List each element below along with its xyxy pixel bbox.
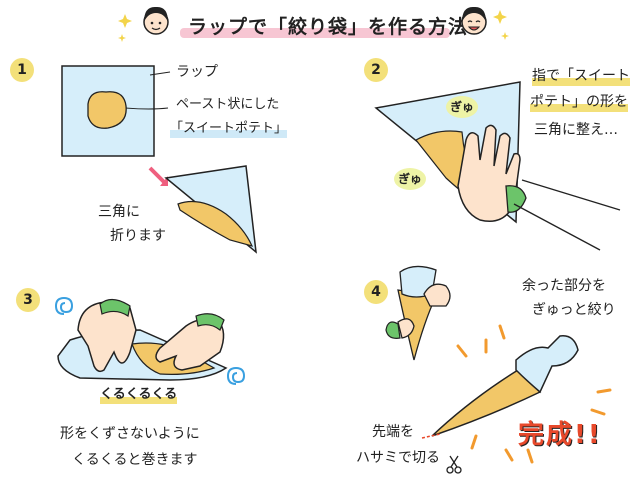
swirl-icon (54, 296, 246, 385)
scissors-icon (446, 455, 462, 474)
step-1-badge: 1 (10, 58, 34, 82)
done-label: 完成!! (518, 420, 602, 450)
twisting-bag-small (385, 265, 451, 361)
step-3-badge: 3 (16, 288, 40, 312)
step-1-label-fold-1: 三角に (98, 204, 140, 220)
finished-piping-bag (421, 335, 579, 439)
step-2-sfx-2: ぎゅ (394, 168, 426, 190)
title-bar: ラップで「絞り袋」を作る方法 (0, 0, 640, 46)
step-4-label-cut-1: 先端を (372, 424, 414, 440)
page-title: ラップで「絞り袋」を作る方法 (188, 16, 469, 38)
step-2-label-3: 三角に整え… (534, 122, 618, 138)
sparkle-icon (118, 10, 509, 42)
step-4-label-twist-1: 余った部分を (522, 278, 606, 294)
step-1-label-paste-2: 「スイートポテト」 (170, 120, 288, 138)
step-3-label-2: くるくると巻きます (72, 452, 198, 468)
girl-face-icon (461, 6, 487, 35)
title-highlight (180, 28, 450, 38)
hand-shaping (457, 124, 621, 251)
step-2-sfx-1: ぎゅ (446, 96, 478, 118)
step-4-label-cut-2: ハサミで切る (356, 450, 440, 466)
step-1-label-wrap: ラップ (176, 64, 218, 80)
girl-face-icon (143, 6, 169, 35)
step-3-sfx: くるくるくる (100, 386, 178, 404)
folded-wrap-triangle (164, 165, 257, 254)
pink-arrow-icon (148, 166, 168, 186)
step-3-label-1: 形をくずさないように (60, 426, 200, 442)
burst-lines (456, 324, 612, 464)
step-1-label-fold-2: 折ります (110, 228, 166, 244)
hands-rolling (77, 298, 225, 373)
step-4-label-twist-2: ぎゅっと絞り (532, 302, 616, 318)
step-1-label-paste-1: ペースト状にした (176, 97, 280, 112)
step-2-badge: 2 (364, 58, 388, 82)
step-2-label-1: 指で「スイート (532, 66, 630, 86)
step-4-badge: 4 (364, 280, 388, 304)
step-2-label-2: ポテト」の形を (530, 92, 628, 112)
wrap-sheet (61, 65, 171, 157)
